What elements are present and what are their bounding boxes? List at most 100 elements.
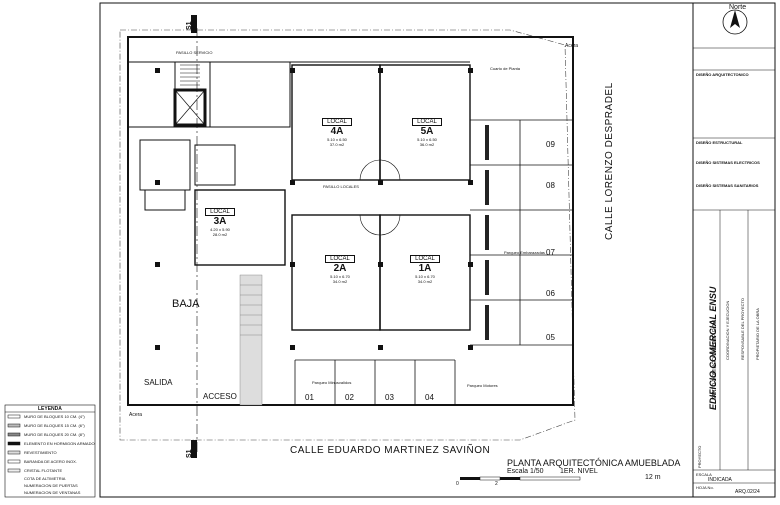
tb-location: SANTO DOMINGO D.N. REP. DOM. xyxy=(712,318,718,400)
parking-number: 02 xyxy=(345,393,354,402)
tb-diseno-sanit: DISEÑO SISTEMAS SANITARIOS xyxy=(696,183,759,188)
tb-diseno-arq: DISEÑO ARQUITECTONICO xyxy=(696,72,749,77)
section-mark-bottom: S1 xyxy=(186,449,193,458)
plan-level: 1ER. NIVEL xyxy=(560,468,598,475)
local-dims: 5.10 x 6.70 xyxy=(330,274,350,279)
legend-item: CRISTAL FLOTANTE xyxy=(24,468,63,473)
section-marker-bottom xyxy=(191,440,197,458)
parking-number: 03 xyxy=(385,393,394,402)
acera-bottom-label: Acera xyxy=(129,412,143,418)
outer-walls xyxy=(127,36,574,406)
legend-item: REVESTIMIENTO xyxy=(24,450,57,455)
salida-label: SALIDA xyxy=(144,378,173,387)
street-label-right: CALLE LORENZO DESPRADEL xyxy=(604,82,615,240)
acceso-label: ACCESO xyxy=(203,392,237,401)
tb-hoja-label: HOJA No. xyxy=(696,485,714,490)
local-dims: 5.10 x 6.50 xyxy=(327,137,347,142)
tb-responsable: RESPONSABLE DEL PROYECTO xyxy=(740,297,745,360)
parqueo-motores-label: Parqueo Motores xyxy=(467,383,498,388)
local-area: 28.0 m2 xyxy=(212,232,228,237)
legend-item: BARANDA DE ACERO INOX. xyxy=(24,459,77,464)
cuarto-planta-label: Cuarto de Planta xyxy=(490,66,521,71)
parqueo-minusvalidos-label: Parqueo Minusvalidos xyxy=(312,380,352,385)
legend-item: MURO DE BLOQUES 20 CM. (8") xyxy=(24,432,85,437)
local-code: 3A xyxy=(213,216,227,227)
wheel-stops-right xyxy=(485,125,489,340)
scale-bar xyxy=(460,476,581,481)
parqueo-embarazadas-label: Parqueo Embarazadas xyxy=(504,250,545,255)
local-caption: LOCAL xyxy=(412,118,442,126)
locals-upper xyxy=(291,64,471,181)
local-area: 37.0 m2 xyxy=(329,142,345,147)
local-dims: 5.10 x 6.50 xyxy=(417,137,437,142)
street-label-bottom: CALLE EDUARDO MARTINEZ SAVIÑON xyxy=(290,445,491,456)
tb-hoja-value: ARQ.02/24 xyxy=(735,489,760,495)
ramp xyxy=(239,274,263,406)
tb-proyecto: PROYECTO xyxy=(697,445,702,468)
door-swing xyxy=(359,159,401,181)
local-code: 1A xyxy=(418,263,432,274)
local-dims: 4.20 x 5.90 xyxy=(210,227,230,232)
sheet-border xyxy=(99,2,776,498)
tb-propietario: PROPIETARIO DE LA OBRA xyxy=(755,308,760,360)
legend-item: NUMERACION DE PUERTAS xyxy=(24,483,78,488)
section-marker-top xyxy=(191,15,197,33)
parking-bays-bottom xyxy=(294,359,456,405)
tb-escala-value: INDICADA xyxy=(708,477,732,483)
section-mark-top: S1 xyxy=(186,21,193,30)
legend-swatches xyxy=(7,414,21,473)
parking-number: 01 xyxy=(305,393,314,402)
pasillo-servicio-label: PASILLO SERVICIO xyxy=(176,50,213,55)
legend-title: LEYENDA xyxy=(38,406,62,412)
structural-columns xyxy=(155,68,473,350)
local-caption: LOCAL xyxy=(322,118,352,126)
local-caption: LOCAL xyxy=(325,255,355,263)
parking-number: 07 xyxy=(546,248,555,257)
door-swing xyxy=(359,214,401,236)
local-4a: LOCAL 4A 5.10 x 6.50 37.0 m2 xyxy=(322,118,352,147)
pasillo-locales-label: PASILLO LOCALES xyxy=(323,184,359,189)
local-3a: LOCAL 3A 4.20 x 5.90 28.0 m2 xyxy=(205,208,235,237)
parking-number: 06 xyxy=(546,289,555,298)
local-area: 36.0 m2 xyxy=(419,142,435,147)
legend-item: COTA DE ALTIMETRIA xyxy=(24,476,66,481)
north-arrow-icon xyxy=(722,9,748,35)
local-area: 34.0 m2 xyxy=(332,279,348,284)
legend-box xyxy=(4,404,96,498)
plan-scale: Escala 1/50 xyxy=(507,468,544,475)
parking-number: 05 xyxy=(546,333,555,342)
local-dims: 5.10 x 6.70 xyxy=(415,274,435,279)
legend-item: ELEMENTO EN HORMIGON ARMADO xyxy=(24,441,95,446)
property-line xyxy=(119,29,576,441)
tb-escala-label: ESCALA xyxy=(696,472,712,477)
north-label: Norte xyxy=(729,4,747,11)
local-5a: LOCAL 5A 5.10 x 6.50 36.0 m2 xyxy=(412,118,442,147)
local-code: 5A xyxy=(420,126,434,137)
stairs-top xyxy=(180,64,200,86)
local-3a-walls xyxy=(194,189,286,266)
local-code: 4A xyxy=(330,126,344,137)
parking-number: 08 xyxy=(546,181,555,190)
scale-bar-label: 0 xyxy=(456,481,459,487)
legend-item: MURO DE BLOQUES 15 CM. (6") xyxy=(24,423,85,428)
scale-bar-label: 2 xyxy=(495,481,498,487)
tb-diseno-elec: DISEÑO SISTEMAS ELECTRICOS xyxy=(696,160,760,165)
tb-diseno-est: DISEÑO ESTRUCTURAL xyxy=(696,140,743,145)
acera-top-label: Acera xyxy=(565,43,579,49)
parking-bays-right xyxy=(470,119,573,346)
local-1a: LOCAL 1A 5.10 x 6.70 34.0 m2 xyxy=(410,255,440,284)
local-2a: LOCAL 2A 5.10 x 6.70 34.0 m2 xyxy=(325,255,355,284)
plan-title: PLANTA ARQUITECTÓNICA AMUEBLADA xyxy=(507,458,681,468)
legend-item: NUMERACION DE VENTANAS xyxy=(24,490,81,495)
tb-coordinacion: COORDINACION Y EJECUCION xyxy=(725,300,730,360)
local-caption: LOCAL xyxy=(410,255,440,263)
locals-lower xyxy=(291,214,471,331)
elevator-core xyxy=(173,88,207,127)
titleblock-grid xyxy=(693,47,775,484)
scale-bar-label: 12 m xyxy=(645,474,661,481)
parking-number: 09 xyxy=(546,140,555,149)
local-code: 2A xyxy=(333,263,347,274)
local-caption: LOCAL xyxy=(205,208,235,216)
